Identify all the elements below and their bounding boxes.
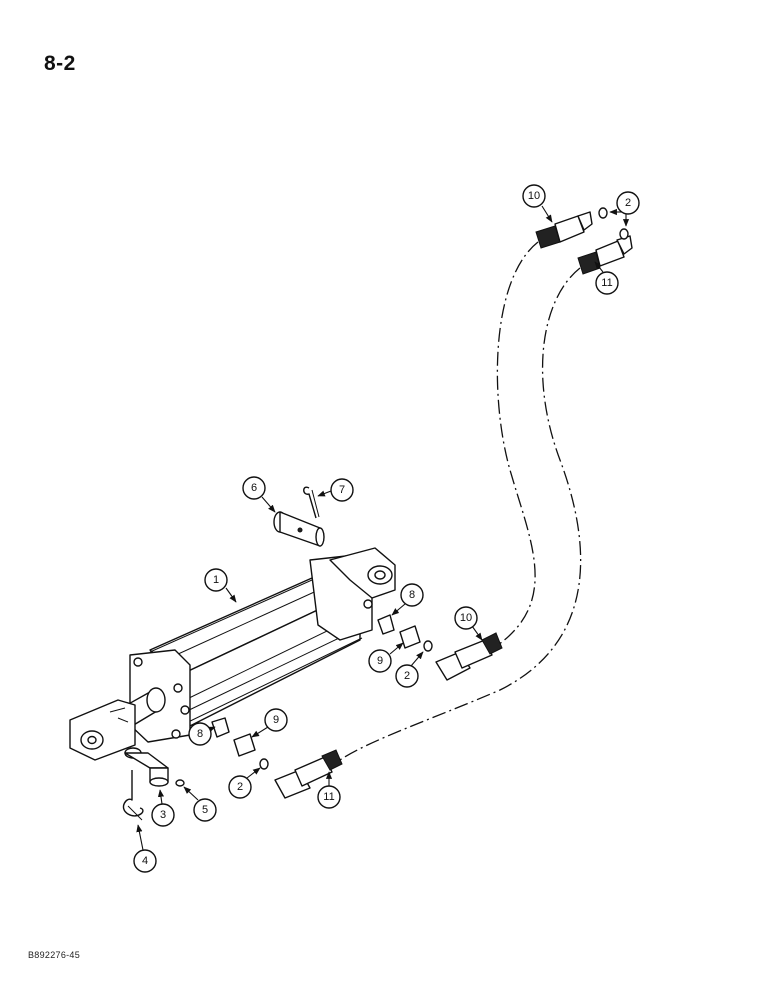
callout-11-lower: 11 <box>317 785 341 809</box>
grease-fitting <box>175 779 185 787</box>
callout-10-top: 10 <box>522 184 546 208</box>
svg-text:2: 2 <box>404 670 410 682</box>
callout-7: 7 <box>330 478 354 502</box>
callout-2-top: 2 <box>616 191 640 215</box>
svg-text:8: 8 <box>409 589 415 601</box>
svg-text:10: 10 <box>528 190 540 202</box>
figure-reference-code: B892276-45 <box>28 950 81 960</box>
upper-port-fittings <box>377 614 503 681</box>
svg-text:6: 6 <box>251 482 257 494</box>
callout-2-lower: 2 <box>228 775 252 799</box>
callout-2-middle: 2 <box>395 664 419 688</box>
callout-11-top: 11 <box>595 271 619 295</box>
svg-text:5: 5 <box>202 804 208 816</box>
cotter-pin <box>303 486 320 519</box>
hydraulic-cylinder <box>69 547 396 761</box>
callout-9-lower: 9 <box>264 708 288 732</box>
upper-coupler-10 <box>535 207 608 249</box>
callout-8-lower: 8 <box>188 722 212 746</box>
svg-text:2: 2 <box>237 781 243 793</box>
hair-pin-clip <box>122 770 144 821</box>
svg-text:9: 9 <box>377 655 383 667</box>
svg-text:10: 10 <box>460 612 472 624</box>
callout-6: 6 <box>242 476 266 500</box>
callout-10-middle: 10 <box>454 606 478 630</box>
callout-4: 4 <box>133 849 157 873</box>
svg-text:11: 11 <box>601 277 612 289</box>
svg-text:4: 4 <box>142 855 148 867</box>
clevis-pin-lower <box>124 747 169 787</box>
svg-text:2: 2 <box>625 197 631 209</box>
page-number: 8-2 <box>44 52 76 75</box>
svg-text:1: 1 <box>213 574 219 586</box>
hose-lower <box>339 267 582 761</box>
callout-1: 1 <box>204 568 228 592</box>
svg-text:7: 7 <box>339 484 345 496</box>
svg-text:3: 3 <box>160 809 166 821</box>
svg-text:11: 11 <box>323 791 334 803</box>
svg-text:8: 8 <box>197 728 203 740</box>
clevis-pin-upper <box>273 511 325 547</box>
callout-3: 3 <box>151 803 175 827</box>
lower-coupler-11 <box>577 228 633 275</box>
hose-upper <box>496 241 539 646</box>
svg-text:9: 9 <box>273 714 279 726</box>
callout-5: 5 <box>193 798 217 822</box>
callout-9-upper: 9 <box>368 649 392 673</box>
callout-8-upper: 8 <box>400 583 424 607</box>
